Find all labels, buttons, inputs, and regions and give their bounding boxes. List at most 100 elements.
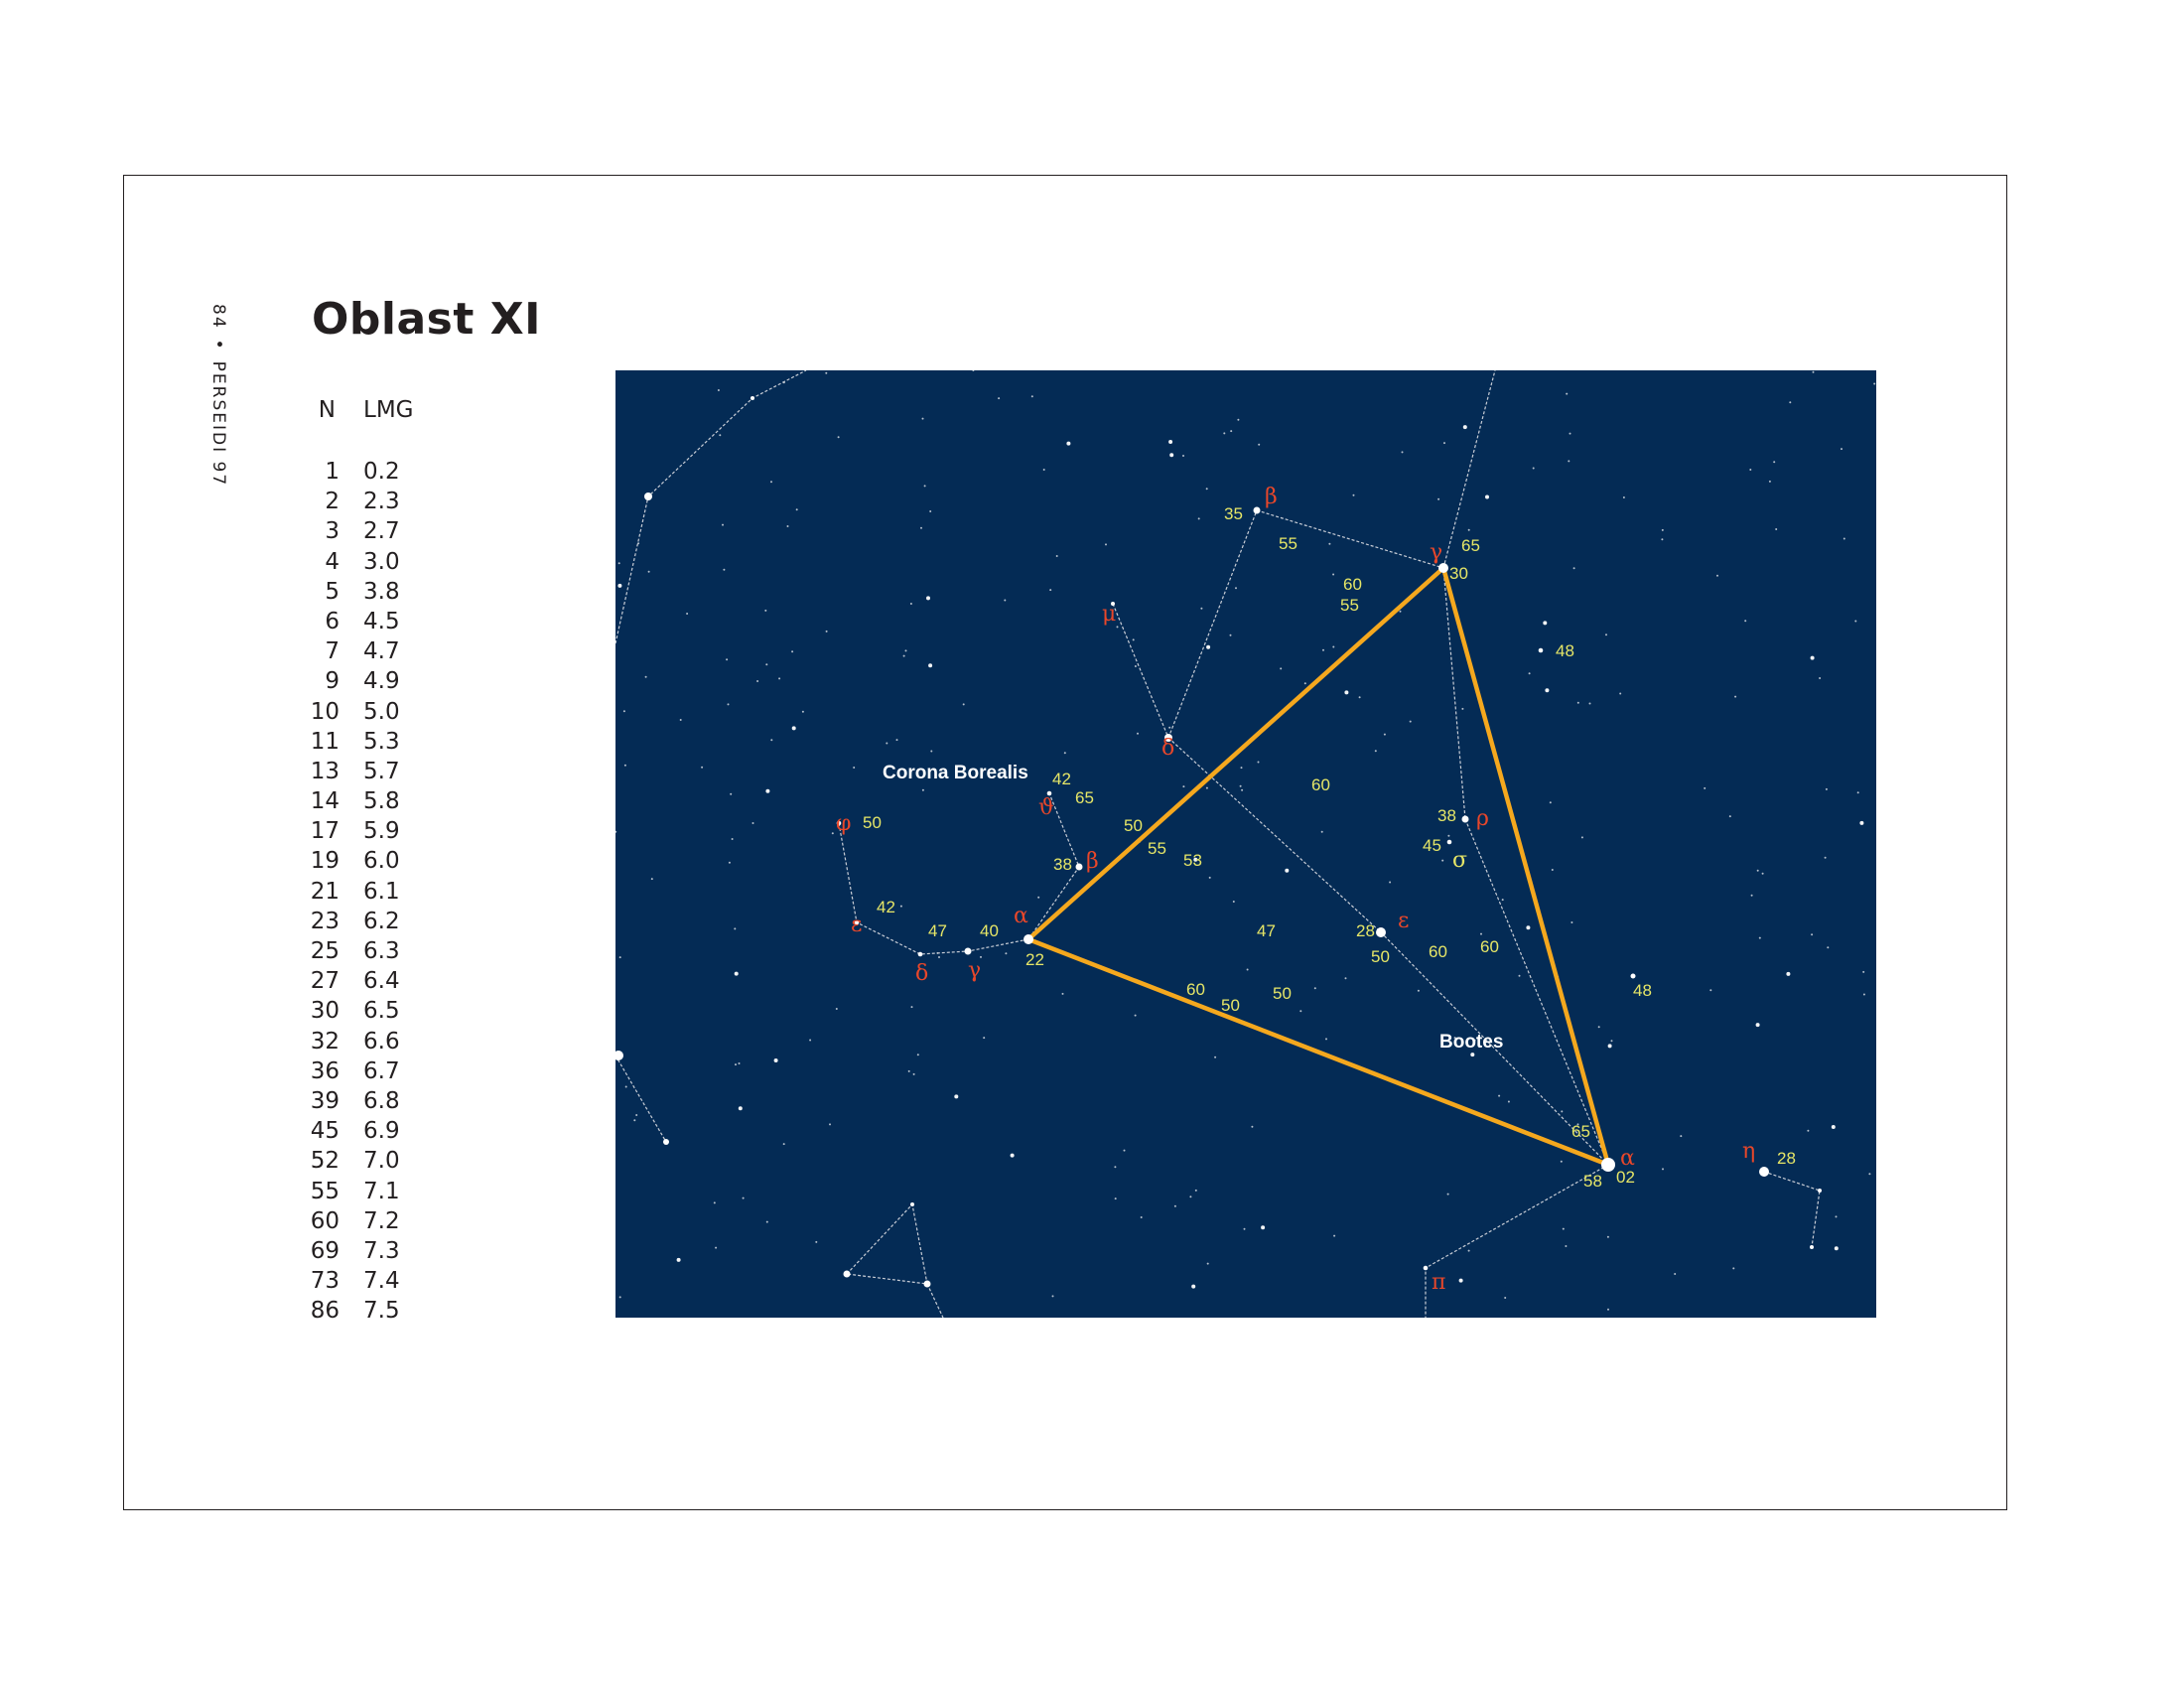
background-star bbox=[1401, 451, 1404, 454]
star-boo-mu bbox=[1111, 602, 1115, 606]
background-star bbox=[1051, 1295, 1054, 1298]
cell-n: 9 bbox=[325, 668, 340, 695]
background-star bbox=[1114, 1197, 1117, 1200]
background-star bbox=[1749, 469, 1752, 471]
background-star bbox=[726, 658, 729, 661]
greek-label-boo-mu: μ bbox=[1102, 602, 1116, 627]
background-star bbox=[635, 1114, 638, 1116]
background-star bbox=[1526, 925, 1531, 930]
background-star bbox=[1661, 538, 1664, 541]
cell-lmg: 7.1 bbox=[363, 1178, 400, 1204]
separator-bullet: • bbox=[208, 339, 228, 352]
bootes-line-beta-gamma bbox=[1256, 509, 1444, 569]
background-star bbox=[730, 792, 733, 795]
cell-n: 39 bbox=[310, 1087, 340, 1114]
magnitude-label: 50 bbox=[1273, 984, 1292, 1003]
greek-label-boo-alpha: α bbox=[1620, 1146, 1635, 1171]
background-star bbox=[1480, 932, 1482, 935]
background-star bbox=[1235, 587, 1237, 590]
background-star bbox=[1810, 655, 1815, 660]
background-star bbox=[1322, 648, 1324, 651]
background-star bbox=[998, 397, 1001, 400]
background-star bbox=[1374, 750, 1377, 753]
background-star bbox=[923, 485, 926, 488]
star-cb-beta bbox=[1075, 863, 1083, 871]
background-star bbox=[1856, 791, 1859, 794]
greek-label-boo-sigma: σ bbox=[1452, 848, 1467, 873]
cell-lmg: 7.2 bbox=[363, 1207, 400, 1234]
background-star bbox=[1843, 537, 1845, 540]
background-star bbox=[1461, 707, 1464, 710]
background-star bbox=[926, 596, 930, 601]
cell-lmg: 6.2 bbox=[363, 908, 400, 934]
background-star bbox=[1467, 528, 1470, 531]
background-star bbox=[1066, 441, 1071, 446]
background-star bbox=[1251, 1125, 1254, 1128]
background-star bbox=[1775, 528, 1778, 530]
background-star bbox=[1063, 752, 1066, 755]
background-star bbox=[1756, 869, 1759, 872]
background-star bbox=[1206, 644, 1211, 649]
background-star bbox=[751, 822, 754, 824]
background-star bbox=[983, 1037, 986, 1040]
hercules-line-lower bbox=[615, 1055, 667, 1143]
background-star bbox=[1565, 1245, 1568, 1247]
cell-lmg: 7.0 bbox=[363, 1148, 400, 1175]
lmg-table-header: N LMG bbox=[298, 397, 443, 431]
background-star bbox=[1545, 688, 1550, 693]
background-star bbox=[1709, 989, 1712, 992]
background-star bbox=[701, 766, 704, 769]
cell-lmg: 3.0 bbox=[363, 548, 400, 575]
background-star bbox=[1868, 1173, 1871, 1176]
background-star bbox=[1189, 1196, 1192, 1198]
greek-label-boo-rho: ρ bbox=[1476, 806, 1489, 831]
bootes-line-gamma-top bbox=[1442, 370, 1496, 569]
background-star bbox=[1622, 496, 1625, 498]
greek-label-boo-gamma: γ bbox=[1430, 540, 1442, 565]
hercules-line bbox=[615, 370, 807, 644]
cell-lmg: 5.3 bbox=[363, 728, 400, 755]
cell-n: 11 bbox=[310, 728, 340, 755]
background-star bbox=[1182, 785, 1185, 788]
magnitude-label: 55 bbox=[1279, 534, 1297, 553]
background-star bbox=[1239, 784, 1242, 787]
cell-n: 17 bbox=[310, 818, 340, 845]
star-serp-b bbox=[923, 1280, 931, 1288]
background-star bbox=[782, 1143, 785, 1146]
background-star bbox=[1358, 696, 1361, 699]
background-star bbox=[1734, 695, 1737, 698]
background-star bbox=[735, 1063, 737, 1066]
background-star bbox=[1473, 1039, 1476, 1042]
background-star bbox=[1755, 1023, 1760, 1028]
greek-label-boo-eta: η bbox=[1742, 1139, 1755, 1164]
background-star bbox=[1042, 469, 1045, 471]
background-star bbox=[1437, 497, 1440, 500]
triangle-side-boo-gamma-to-boo-alpha bbox=[1440, 567, 1611, 1166]
column-header-lmg: LMG bbox=[363, 397, 414, 423]
star-cb-gamma bbox=[964, 947, 972, 955]
background-star bbox=[765, 1220, 768, 1223]
star-51 bbox=[1538, 647, 1544, 653]
star-47 bbox=[751, 396, 754, 400]
cell-lmg: 3.8 bbox=[363, 578, 400, 605]
greek-label-boo-epsilon: ε bbox=[1398, 909, 1409, 933]
background-star bbox=[765, 663, 768, 666]
background-star bbox=[1205, 786, 1208, 789]
background-star bbox=[717, 389, 720, 391]
background-star bbox=[786, 525, 789, 527]
background-star bbox=[1344, 690, 1349, 695]
greek-labels: α β γ δ ε ϑ φ α β γ δ ε μ ρ σ η π bbox=[836, 485, 1755, 1295]
magnitude-label: 55 bbox=[1340, 596, 1359, 615]
background-star bbox=[1344, 977, 1347, 980]
background-star bbox=[1229, 633, 1232, 636]
background-star bbox=[1704, 786, 1706, 789]
